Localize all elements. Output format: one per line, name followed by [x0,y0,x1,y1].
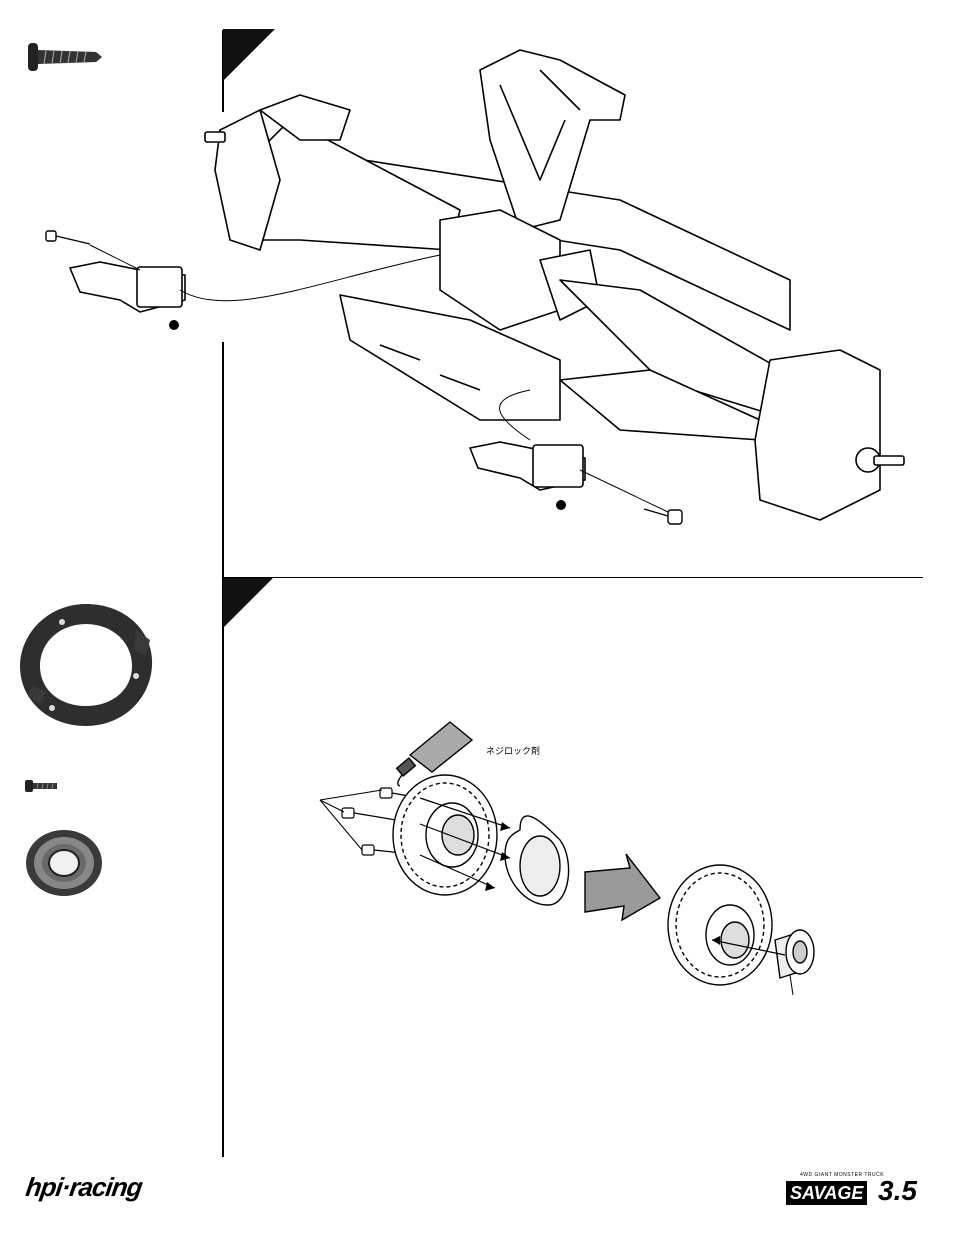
chassis-assembly-illustration [30,40,920,540]
savage-logo-version: 3.5 [878,1176,917,1206]
small-screw-icon [24,778,58,794]
step-separator [223,577,923,578]
step-2-corner-marker [223,578,273,628]
savage-logo-name: SAVAGE [786,1181,867,1205]
gear-assembly-illustration [300,715,830,1005]
hpi-racing-logo: hpi·racing [24,1172,144,1203]
ball-bearing-icon [24,828,104,898]
thread-lock-label: ネジロック剤 [486,744,540,757]
savage-logo: 4WD GIANT MONSTER TRUCK SAVAGE 3.5 [786,1172,926,1212]
savage-logo-tagline: 4WD GIANT MONSTER TRUCK [800,1172,884,1178]
gear-holder-ring-icon [16,600,156,730]
